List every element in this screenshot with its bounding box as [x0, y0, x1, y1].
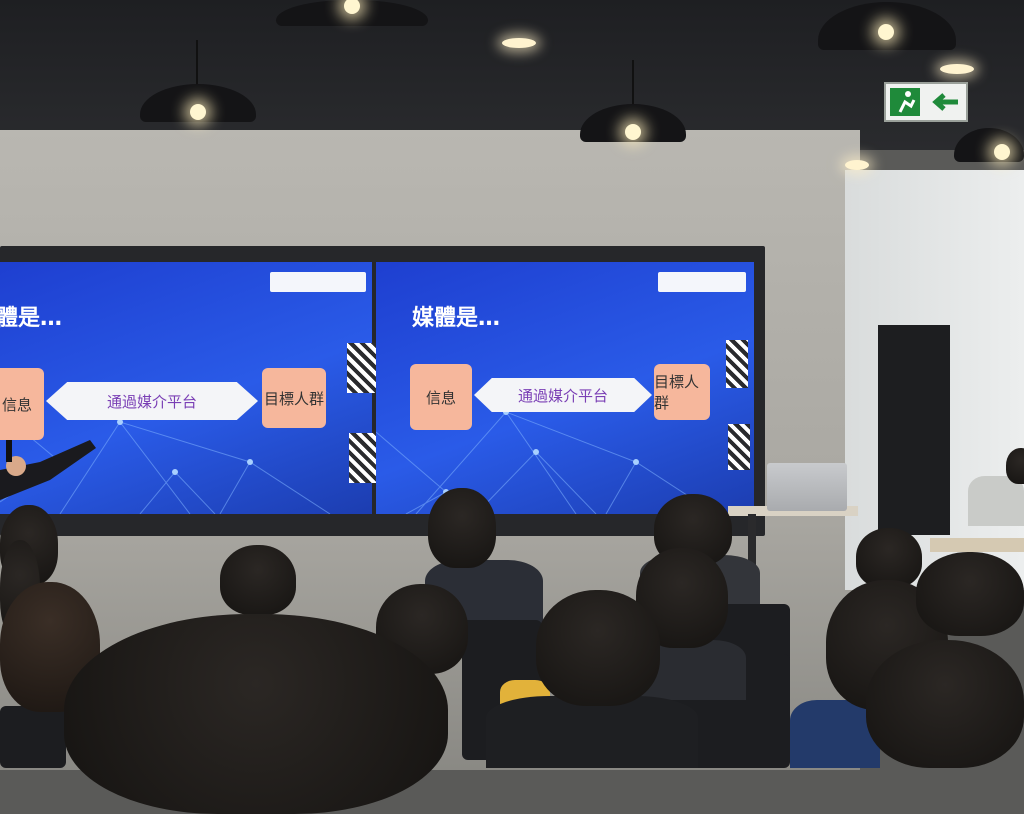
ceiling-spotlight — [940, 64, 974, 74]
slide-screen-right: 媒體是… 信息 通過媒介平台 目標人群 — [376, 262, 754, 514]
pendant-lamp-icon — [276, 0, 428, 26]
microphone-icon — [6, 440, 12, 462]
lamp-cord — [632, 60, 634, 110]
pendant-lamp-icon — [580, 104, 686, 142]
table-leg — [748, 514, 756, 594]
hatched-panel — [726, 340, 748, 388]
sponsor-logo — [270, 272, 366, 292]
slide-title: 體是… — [0, 306, 63, 331]
staff-member — [968, 476, 1024, 526]
side-table — [728, 506, 858, 516]
chair — [0, 706, 66, 768]
audience-head — [866, 640, 1024, 768]
ceiling-spotlight — [845, 160, 869, 170]
target-box: 目標人群 — [262, 368, 326, 428]
laptop-icon — [767, 463, 847, 511]
audience-head — [428, 488, 496, 568]
flow-arrow: 通過媒介平台 — [46, 382, 258, 420]
lamp-cord — [196, 40, 198, 90]
audience-head — [856, 528, 922, 588]
dark-doorway — [878, 325, 950, 535]
audience-head — [536, 590, 660, 706]
flow-arrow: 通過媒介平台 — [474, 378, 652, 412]
back-table — [930, 538, 1024, 552]
audience-head — [220, 545, 296, 615]
ceiling-spotlight — [502, 38, 536, 48]
audience-member — [486, 696, 698, 768]
staff-head — [1006, 448, 1024, 484]
pendant-lamp-icon — [140, 84, 256, 122]
sponsor-logo — [658, 272, 746, 292]
pendant-lamp-icon — [818, 2, 956, 50]
slide-title: 媒體是… — [412, 306, 501, 331]
source-box: 信息 — [410, 364, 472, 430]
slide-screen-left: 體是… 信息 通過媒介平台 目標人群 — [0, 262, 372, 514]
emergency-exit-icon — [884, 82, 968, 122]
target-box: 目標人群 — [654, 364, 710, 420]
presenter-arm — [0, 440, 100, 500]
pendant-lamp-icon — [954, 128, 1024, 162]
audience-head — [916, 552, 1024, 636]
audience-head — [64, 614, 448, 814]
hatched-panel — [728, 424, 750, 470]
audience-member — [790, 700, 880, 768]
source-box: 信息 — [0, 368, 44, 440]
